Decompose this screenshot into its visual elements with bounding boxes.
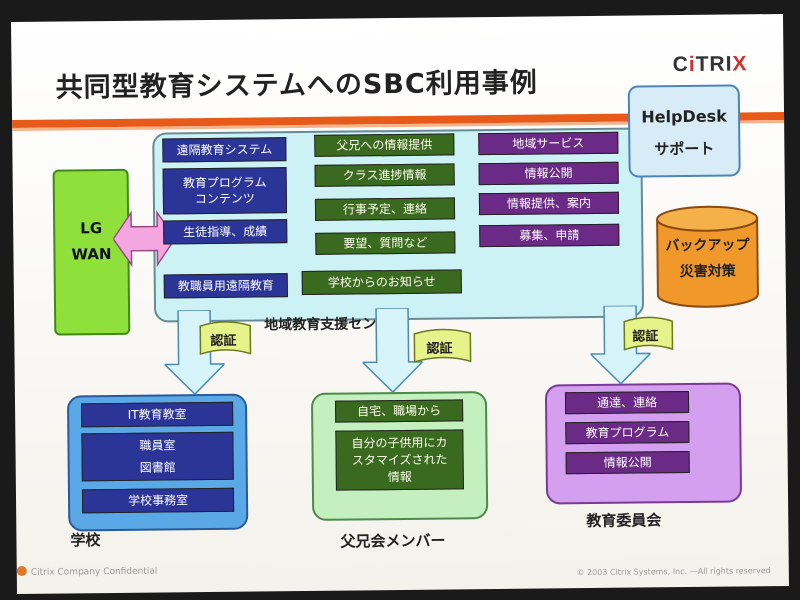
- logo-part: C: [672, 52, 689, 77]
- school-item: IT教育教室: [81, 401, 234, 428]
- backup-line-1: バックアップ: [665, 237, 750, 255]
- center-item: 父兄への情報提供: [314, 133, 455, 157]
- presentation-slide: 共同型教育システムへのSBC利用事例 CiTRIX HelpDesk サポート …: [11, 13, 789, 595]
- center-item: 教育プログラム コンテンツ: [162, 167, 288, 215]
- center-item: 教職員用遠隔教育: [163, 273, 288, 299]
- school-label: 学校: [70, 531, 101, 550]
- backup-line-2: 災害対策: [679, 263, 736, 281]
- footer-bullet-icon: [16, 565, 27, 577]
- auth-label: 認証: [632, 329, 659, 345]
- slide-title: 共同型教育システムへのSBC利用事例: [55, 67, 538, 104]
- parents-item: 自分の子供用にカ スタマイズされた 情報: [335, 429, 464, 491]
- board-item: 情報公開: [565, 450, 690, 475]
- auth-flag-icon: [623, 316, 674, 351]
- center-item: 募集、申請: [479, 223, 620, 248]
- center-item: 学校からのお知らせ: [301, 269, 462, 296]
- center-item: 地域サービス: [478, 131, 619, 156]
- center-item: 生徒指導、成績: [163, 219, 288, 245]
- board-label: 教育委員会: [586, 511, 662, 531]
- auth-label: 認証: [210, 333, 237, 349]
- logo-part: X: [732, 52, 748, 76]
- center-item: 要望、質問など: [315, 231, 456, 255]
- center-item: 情報提供、案内: [478, 191, 620, 216]
- helpdesk-box: HelpDesk サポート: [627, 84, 741, 178]
- down-arrow-icon: [362, 307, 423, 393]
- parents-item: 自宅、職場から: [335, 399, 464, 423]
- center-item: クラス進捗情報: [314, 163, 455, 187]
- center-item: 遠隔教育システム: [162, 137, 287, 163]
- auth-flag-icon: [199, 321, 252, 356]
- helpdesk-subtitle: サポート: [654, 139, 715, 159]
- center-item: 行事予定、連絡: [314, 197, 456, 221]
- school-item: 職員室 図書館: [81, 431, 234, 482]
- board-item: 通達、連絡: [564, 390, 690, 415]
- center-item: 情報公開: [478, 161, 619, 186]
- footer-copyright: © 2003 Citrix Systems, Inc. —All rights …: [576, 566, 771, 578]
- helpdesk-title: HelpDesk: [641, 106, 727, 127]
- auth-label: 認証: [426, 341, 453, 357]
- citrix-logo: CiTRIX: [673, 52, 748, 77]
- auth-flag-icon: [413, 328, 472, 363]
- school-item: 学校事務室: [81, 487, 235, 514]
- board-item: 教育プログラム: [565, 420, 690, 445]
- footer-confidential: Citrix Company Confidential: [30, 566, 158, 578]
- logo-part: TRI: [695, 52, 733, 76]
- backup-label: バックアップ 災害対策: [653, 232, 762, 285]
- database-icon: [656, 205, 759, 308]
- parents-label: 父兄会メンバー: [340, 531, 446, 551]
